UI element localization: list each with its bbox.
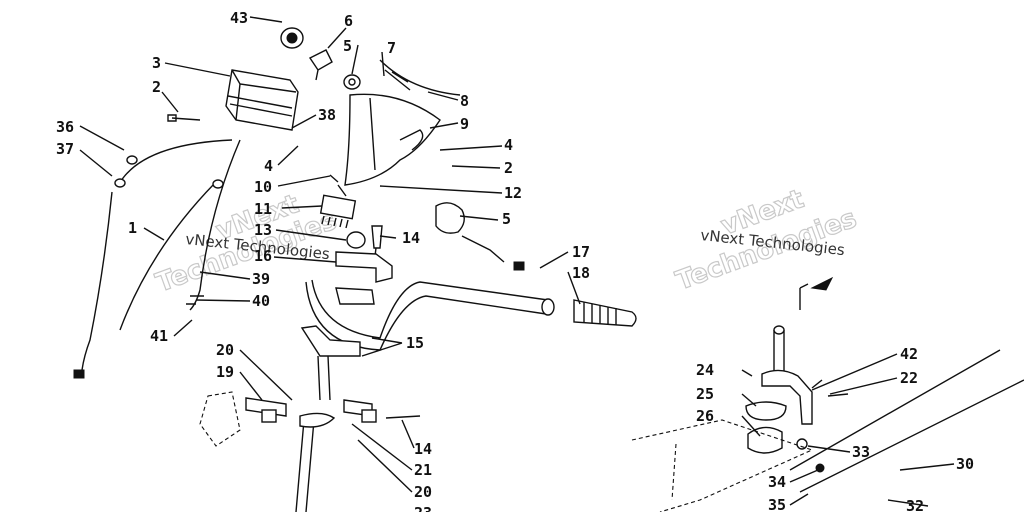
callout-20: 20: [216, 341, 234, 359]
screw: [167, 114, 201, 122]
switch-assembly: [319, 174, 357, 229]
callout-21: 21: [414, 461, 432, 479]
callout-40: 40: [252, 292, 270, 310]
callout-7: 7: [387, 39, 396, 57]
callout-18: 18: [572, 264, 590, 282]
riser-clamp: [300, 287, 375, 357]
callout-39: 39: [252, 270, 270, 288]
throttle-housing: [435, 202, 525, 271]
callout-23: 23: [414, 504, 432, 512]
callout-35: 35: [768, 496, 786, 512]
callout-labels: 43 6 5 7 3 2 8 38 9 36 37 4 4 2 10 12 11…: [56, 9, 974, 512]
lower-clamps: [199, 391, 421, 447]
callout-4: 4: [504, 136, 513, 154]
callout-15: 15: [406, 334, 424, 352]
callout-17: 17: [572, 243, 590, 261]
callout-2: 2: [152, 78, 161, 96]
callout-2: 2: [504, 159, 513, 177]
steering-arm: [631, 325, 1024, 512]
callout-9: 9: [460, 115, 469, 133]
callout-1: 1: [128, 219, 137, 237]
callout-3: 3: [152, 54, 161, 72]
cable: [73, 139, 241, 379]
callout-16: 16: [254, 247, 272, 265]
callout-36: 36: [56, 118, 74, 136]
leader-lines: [79, 16, 955, 507]
instrument-housing: [225, 69, 299, 131]
callout-38: 38: [318, 106, 336, 124]
callout-20: 20: [414, 483, 432, 501]
watermark-right: vNext Technologies vNext Technologies: [672, 184, 862, 298]
callout-5: 5: [343, 37, 352, 55]
screw: [308, 49, 333, 81]
callout-34: 34: [768, 473, 786, 491]
callout-11: 11: [254, 200, 272, 218]
callout-41: 41: [150, 327, 168, 345]
callout-43: 43: [230, 9, 248, 27]
clamp: [335, 231, 393, 283]
callout-14: 14: [414, 440, 432, 458]
callout-13: 13: [254, 221, 272, 239]
grip: [573, 299, 637, 327]
callout-10: 10: [254, 178, 272, 196]
callout-4: 4: [264, 157, 273, 175]
callout-33: 33: [852, 443, 870, 461]
callout-37: 37: [56, 140, 74, 158]
callout-5: 5: [502, 210, 511, 228]
knob: [280, 27, 304, 49]
callout-12: 12: [504, 184, 522, 202]
callout-19: 19: [216, 363, 234, 381]
callout-25: 25: [696, 385, 714, 403]
callout-42: 42: [900, 345, 918, 363]
callout-14: 14: [402, 229, 420, 247]
steering-post: [295, 355, 336, 512]
callout-24: 24: [696, 361, 714, 379]
windshield-bracket: [344, 59, 461, 186]
callout-6: 6: [344, 12, 353, 30]
washer: [343, 74, 361, 90]
callout-32: 32: [906, 497, 924, 512]
callout-22: 22: [900, 369, 918, 387]
direction-arrow: [799, 276, 834, 310]
callout-30: 30: [956, 455, 974, 473]
callout-8: 8: [460, 92, 469, 110]
callout-26: 26: [696, 407, 714, 425]
